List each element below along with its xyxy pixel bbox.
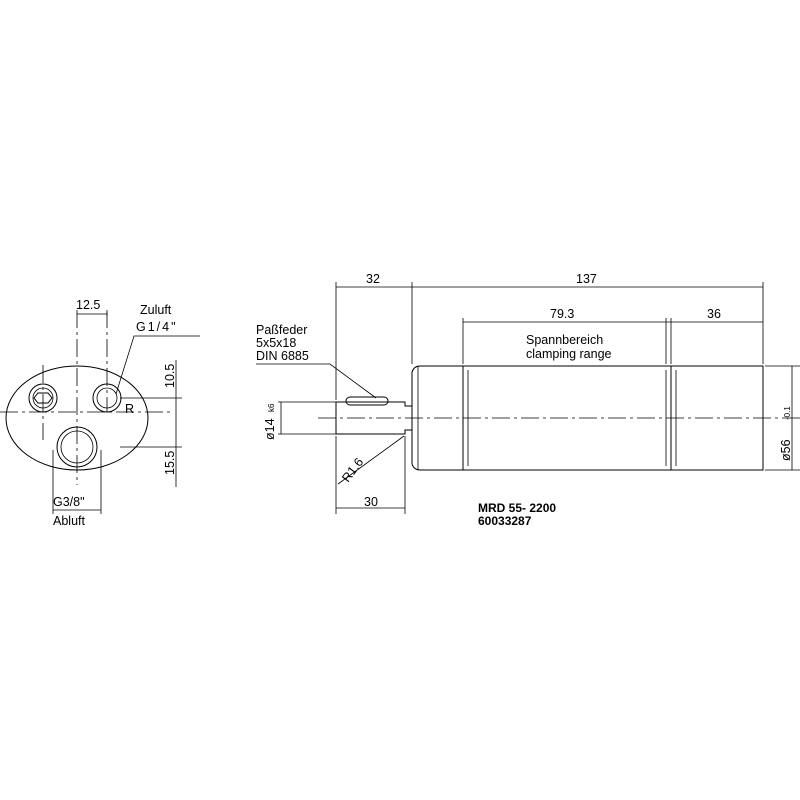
shaft-diameter: ø14 xyxy=(263,418,277,440)
inlet-thread: G1/4" xyxy=(136,320,178,334)
part-model: MRD 55- 2200 xyxy=(478,501,556,515)
key-label-2: 5x5x18 xyxy=(256,336,296,350)
dim-shaft-length: 32 xyxy=(366,272,380,286)
shaft-tolerance: k6 xyxy=(267,403,276,412)
dim-upper: 10.5 xyxy=(163,364,177,388)
main-body xyxy=(462,365,764,471)
dim-shaft-lower: 30 xyxy=(364,495,378,509)
part-number: 60033287 xyxy=(478,514,532,528)
dim-clamping: 79.3 xyxy=(550,307,574,321)
dim-end: 36 xyxy=(707,307,721,321)
dim-lower: 15.5 xyxy=(163,451,177,475)
outlet-label: Abluft xyxy=(53,514,85,528)
body-diameter: ø56 xyxy=(779,439,793,461)
side-left-port xyxy=(28,383,58,413)
clamping-label-1: Spannbereich xyxy=(526,333,603,347)
side-view: 12.5 Zuluft G1/4" R 10.5 15.5 G3/8" Ablu… xyxy=(0,298,200,528)
fillet-radius: R1.6 xyxy=(339,455,366,485)
body-tolerance: -0.1 xyxy=(783,406,792,420)
clamping-label-2: clamping range xyxy=(526,347,612,361)
shaft xyxy=(335,396,413,435)
radius-label: R xyxy=(125,402,134,416)
inlet-label: Zuluft xyxy=(140,303,172,317)
dim-body-length: 137 xyxy=(576,272,597,286)
key-label-1: Paßfeder xyxy=(256,323,307,337)
key-label-3: DIN 6885 xyxy=(256,349,309,363)
dim-offset-x: 12.5 xyxy=(76,298,100,312)
side-outlet-port xyxy=(56,426,98,468)
front-view: 32 137 79.3 36 Spannbereich clamping ran… xyxy=(256,272,800,514)
key xyxy=(345,396,389,406)
outlet-thread: G3/8" xyxy=(53,495,85,509)
